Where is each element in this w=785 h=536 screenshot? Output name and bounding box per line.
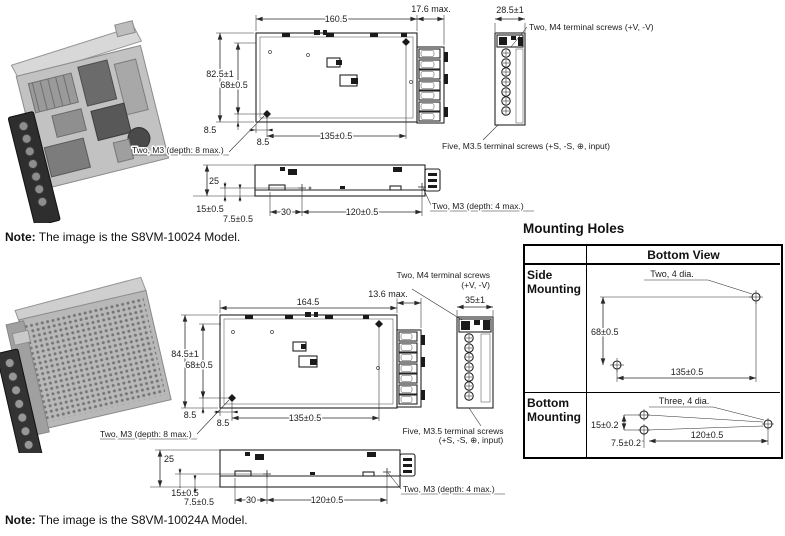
- dim-width-164-5: 164.5: [297, 297, 320, 307]
- bottom-label-line2: Mounting: [527, 410, 581, 425]
- dim-side-120: 120±0.5: [346, 207, 378, 217]
- model2-end-view: Two, M4 terminal screws (+V, -V) 35±1: [395, 269, 505, 447]
- dim-end-width-28-5: 28.5±1: [496, 5, 523, 15]
- open-frame-psu-illustration: [8, 20, 170, 223]
- dim-hole-h-135-2: 135±0.5: [289, 413, 321, 423]
- dim-height-82-5: 82.5±1: [206, 69, 233, 79]
- dim-side-7-5: 7.5±0.5: [223, 214, 253, 224]
- callout-m35-screws-2-line2: (+S, -S, ⊕, input): [439, 435, 504, 445]
- dim-mount-15: 15±0.2: [591, 420, 618, 430]
- dim-mount-120: 120±0.5: [691, 430, 723, 440]
- side-mounting-drawing-cell: Two, 4 dia. 68±0.5 135±0.5: [587, 265, 780, 393]
- callout-m3-depth8-2: Two, M3 (depth: 8 max.): [100, 429, 192, 439]
- model2-top-view: 164.5 13.6 max. 84.5±1 68±0.5 8.5 8.5 13…: [99, 288, 425, 441]
- dim-side-height-25: 25: [209, 176, 219, 186]
- note-model2: Note: The image is the S8VM-10024A Model…: [5, 513, 248, 527]
- note2-label: Note:: [5, 513, 36, 527]
- bottom-label-line1: Bottom: [527, 396, 569, 410]
- dim-side-15-2: 15±0.5: [171, 488, 198, 498]
- mounting-holes-title: Mounting Holes: [523, 221, 625, 236]
- callout-m3-depth4: Two, M3 (depth: 4 max.): [432, 201, 524, 211]
- callout-m35-screws: Five, M3.5 terminal screws (+S, -S, ⊕, i…: [442, 141, 610, 151]
- bottom-mounting-drawing: Three, 4 dia. 15±0.2: [590, 395, 774, 450]
- model1-side-view: 25 15±0.5 7.5±0.5 30 120±0.5 Two, M3 (de…: [193, 164, 534, 226]
- note2-text: The image is the S8VM-10024A Model.: [38, 513, 248, 527]
- dim-side-15: 15±0.5: [196, 204, 223, 214]
- row-label-side-mounting: Side Mounting: [525, 265, 587, 393]
- dim-mount-135: 135±0.5: [671, 367, 703, 377]
- mounting-holes-section: Mounting Holes Bottom View Side Mounting…: [523, 221, 783, 459]
- dim-offset-v-8-5: 8.5: [204, 125, 217, 135]
- model2-side-view: 25 15±0.5 7.5±0.5 30 120±0.5 Two, M3 (de…: [150, 449, 505, 509]
- dim-mount-7-5: 7.5±0.2: [611, 438, 641, 448]
- dim-mount-68: 68±0.5: [591, 327, 618, 337]
- dim-side-height-25-2: 25: [164, 454, 174, 464]
- dim-hole-h-135: 135±0.5: [320, 131, 352, 141]
- side-label-line2: Mounting: [527, 282, 581, 297]
- row-label-bottom-mounting: Bottom Mounting: [525, 393, 587, 457]
- mounting-holes-table: Bottom View Side Mounting Two, 4 dia.: [523, 244, 783, 459]
- callout-three-4dia: Three, 4 dia.: [659, 396, 710, 406]
- dim-height-84-5: 84.5±1: [171, 349, 198, 359]
- dim-offset-h-8-5: 8.5: [257, 137, 270, 147]
- callout-two-4dia: Two, 4 dia.: [650, 269, 694, 279]
- product-photo-s8vm-10024a: [0, 276, 172, 453]
- terminal-screws-2: [464, 333, 474, 401]
- dim-end-width-35: 35±1: [465, 295, 485, 305]
- note1-label: Note:: [5, 230, 36, 244]
- dim-side-30-2: 30: [246, 495, 256, 505]
- model1-dimension-drawing: 160.5 17.6 max. 82.5±1 68±0.5 8.5 8.5 13…: [131, 3, 656, 226]
- side-label-line1: Side: [527, 268, 553, 282]
- enclosed-psu-illustration: [0, 276, 172, 453]
- callout-m4-screws: Two, M4 terminal screws (+V, -V): [529, 22, 654, 32]
- dim-side-120-2: 120±0.5: [311, 495, 343, 505]
- table-corner-cell: [525, 246, 587, 265]
- note1-text: The image is the S8VM-10024 Model.: [38, 230, 241, 244]
- callout-m3-depth4-2: Two, M3 (depth: 4 max.): [403, 484, 495, 494]
- note-model1: Note: The image is the S8VM-10024 Model.: [5, 230, 240, 244]
- dim-depth-13-6: 13.6 max.: [368, 289, 408, 299]
- dim-side-30: 30: [281, 207, 291, 217]
- dim-width-160-5: 160.5: [325, 14, 348, 24]
- model1-end-view: 28.5±1 Two, M4 terminal screws (+V, -V) …: [441, 4, 656, 153]
- dim-hole-v-68: 68±0.5: [220, 80, 247, 90]
- model2-dimension-drawing: 164.5 13.6 max. 84.5±1 68±0.5 8.5 8.5 13…: [99, 269, 506, 509]
- callout-m4-screws-2-line2: (+V, -V): [461, 280, 490, 290]
- side-mounting-drawing: Two, 4 dia. 68±0.5 135±0.5: [590, 268, 763, 382]
- dim-side-7-5-2: 7.5±0.5: [184, 497, 214, 507]
- callout-m4-screws-2-line1: Two, M4 terminal screws: [396, 270, 490, 280]
- callout-m35-screws-2-line1: Five, M3.5 terminal screws: [402, 426, 503, 436]
- dim-depth-17-6: 17.6 max.: [411, 4, 451, 14]
- bottom-mounting-drawing-cell: Three, 4 dia. 15±0.2: [587, 393, 780, 457]
- terminal-screws: [501, 48, 511, 116]
- dim-offset-v-8-5-2: 8.5: [184, 410, 197, 420]
- model1-top-view: 160.5 17.6 max. 82.5±1 68±0.5 8.5 8.5 13…: [131, 3, 453, 157]
- dim-offset-h-8-5-2: 8.5: [217, 418, 230, 428]
- dim-hole-v-68-2: 68±0.5: [185, 360, 212, 370]
- callout-m3-depth8: Two, M3 (depth: 8 max.): [132, 145, 224, 155]
- product-photo-s8vm-10024: [8, 20, 170, 223]
- table-header-bottom-view: Bottom View: [587, 246, 780, 265]
